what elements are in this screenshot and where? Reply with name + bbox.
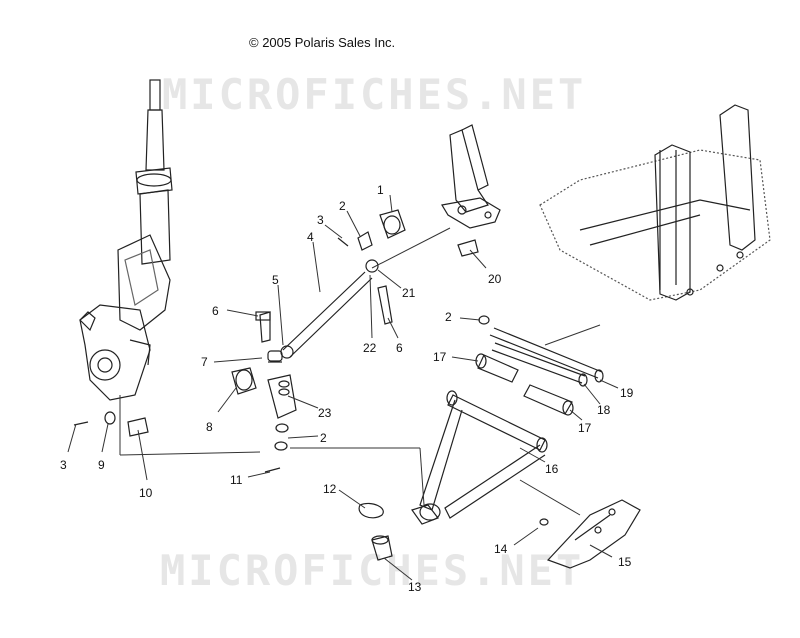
callout-7: 7 xyxy=(201,355,208,369)
tie-rod-drawing xyxy=(267,259,379,363)
steering-knuckle-drawing xyxy=(79,304,151,401)
callout-2: 2 xyxy=(445,310,452,324)
callout-2: 2 xyxy=(320,431,327,445)
callout-4: 4 xyxy=(307,230,314,244)
callout-14: 14 xyxy=(494,542,508,556)
frame-chassis-drawing xyxy=(441,104,771,301)
callout-16: 16 xyxy=(545,462,559,476)
leader-lines xyxy=(67,194,619,581)
callout-12: 12 xyxy=(323,482,337,496)
callout-20: 20 xyxy=(488,272,502,286)
callout-10: 10 xyxy=(139,486,153,500)
callout-19: 19 xyxy=(620,386,634,400)
callout-21: 21 xyxy=(402,286,416,300)
watermark-top: MICROFICHES.NET xyxy=(162,70,587,119)
callout-5: 5 xyxy=(272,273,279,287)
callout-2: 2 xyxy=(339,199,346,213)
pivot-tubes-drawing xyxy=(475,327,604,416)
watermark-bottom: MICROFICHES.NET xyxy=(160,546,585,595)
strut-shock-drawing xyxy=(117,79,173,331)
callout-15: 15 xyxy=(618,555,632,569)
callout-3: 3 xyxy=(60,458,67,472)
skid-guard-drawing xyxy=(546,499,641,569)
callout-labels: 1 2 3 4 5 6 21 20 22 6 2 7 17 19 18 17 8… xyxy=(60,183,634,594)
a-arm-drawing xyxy=(419,390,548,521)
hardware-drawing xyxy=(73,209,549,561)
callout-18: 18 xyxy=(597,403,611,417)
callout-6: 6 xyxy=(212,304,219,318)
callout-8: 8 xyxy=(206,420,213,434)
callout-11: 11 xyxy=(230,473,243,487)
copyright-notice: © 2005 Polaris Sales Inc. xyxy=(249,35,396,50)
callout-1: 1 xyxy=(377,183,384,197)
callout-9: 9 xyxy=(98,458,105,472)
callout-13: 13 xyxy=(408,580,422,594)
callout-22: 22 xyxy=(363,341,377,355)
callout-6: 6 xyxy=(396,341,403,355)
callout-23: 23 xyxy=(318,406,332,420)
callout-3: 3 xyxy=(317,213,324,227)
callout-17: 17 xyxy=(578,421,592,435)
callout-17: 17 xyxy=(433,350,447,364)
